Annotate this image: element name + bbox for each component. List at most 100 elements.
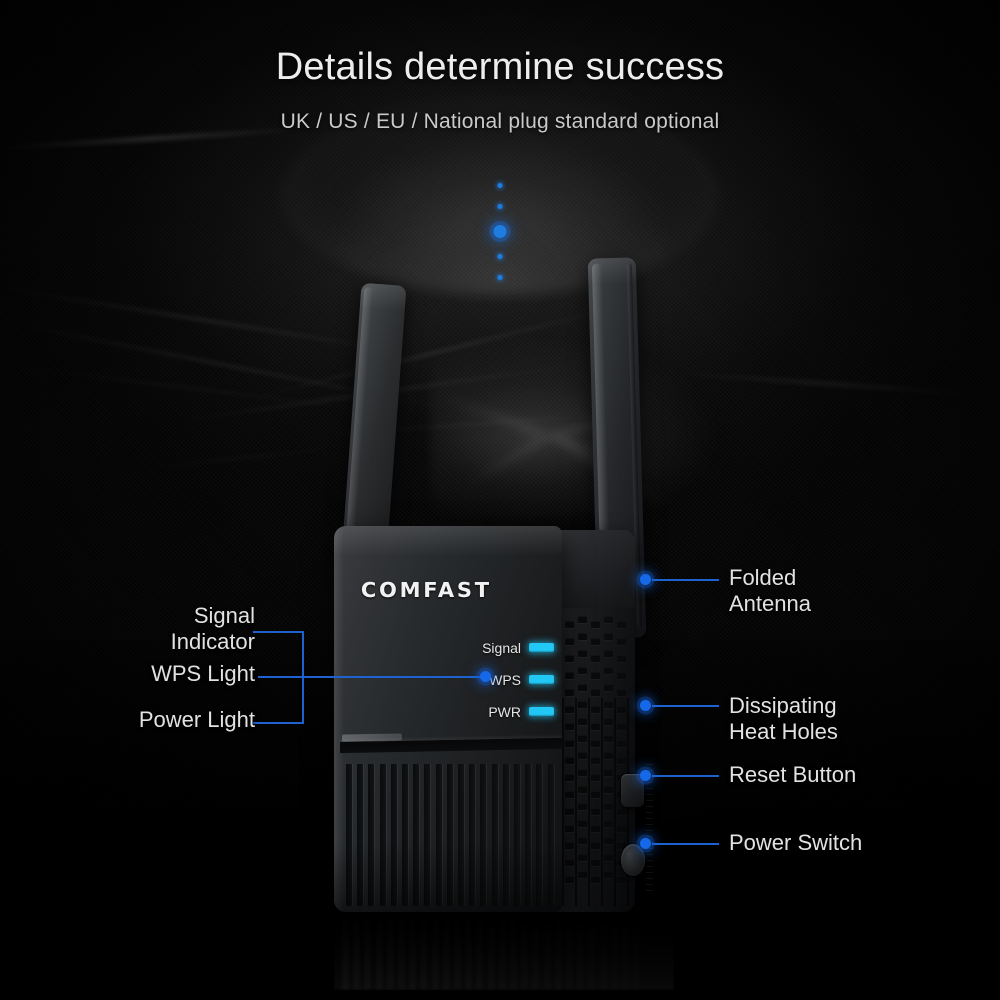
heat-hole (578, 803, 587, 810)
heat-hole-column (577, 616, 588, 906)
vent-fin (413, 764, 420, 906)
heat-hole (565, 672, 574, 679)
vent-fin (390, 764, 397, 906)
heat-hole (604, 667, 613, 674)
reflection-bar (398, 912, 405, 990)
reflection-bar (543, 912, 551, 990)
vent-fin (480, 764, 487, 906)
heat-hole (578, 650, 587, 657)
dot-icon (497, 275, 503, 280)
decorative-dot-column (493, 175, 507, 288)
power-switch[interactable] (621, 844, 645, 876)
left-callout-leader-wps (258, 676, 484, 678)
callout-dot-wps-light[interactable] (480, 671, 491, 682)
heat-hole (617, 808, 626, 815)
callout-leader-heat-holes (652, 705, 719, 707)
led-row-signal: Signal (442, 638, 554, 657)
heat-hole (591, 825, 600, 832)
heat-hole (565, 689, 574, 696)
reflection-bar (532, 912, 540, 990)
callout-label-signal-indicator: Signal Indicator (170, 603, 255, 654)
heat-hole (591, 774, 600, 781)
reflection-bar (420, 912, 428, 990)
side-rib (588, 698, 590, 906)
left-callout-bracket-spine (302, 632, 304, 724)
page-title: Details determine success (275, 46, 725, 88)
vent-fin (502, 764, 509, 906)
vent-fin (536, 764, 543, 906)
heat-hole (565, 791, 574, 798)
heat-hole (578, 769, 587, 776)
heat-hole (565, 740, 574, 747)
reflection-bar (633, 912, 640, 990)
callout-dot-power-switch[interactable] (640, 838, 651, 849)
led-label: Signal (482, 639, 521, 656)
heat-hole (604, 616, 613, 623)
device-reflection (334, 912, 674, 990)
vent-fin (379, 764, 386, 906)
heat-hole (591, 723, 600, 730)
heat-hole (617, 825, 626, 832)
heat-hole-column (590, 616, 601, 906)
heat-hole (604, 820, 613, 827)
heat-hole (565, 774, 574, 781)
vent-fin (357, 764, 364, 906)
heat-hole (591, 757, 600, 764)
reflection-bar (353, 912, 361, 990)
page-subtitle: UK / US / EU / National plug standard op… (280, 110, 720, 133)
heat-hole (565, 859, 574, 866)
heat-hole (604, 871, 613, 878)
callout-dot-reset-button[interactable] (640, 770, 651, 781)
vent-fin (435, 764, 442, 906)
side-rib (562, 698, 564, 906)
heat-hole (591, 638, 600, 645)
reflection-bar (600, 912, 607, 990)
led-row-pwr: PWR (442, 702, 554, 721)
heat-hole (617, 740, 626, 747)
reflection-bar (510, 912, 517, 990)
heat-hole (604, 650, 613, 657)
callout-leader-power-switch (652, 843, 719, 845)
heat-hole (591, 740, 600, 747)
reflection-bar (555, 912, 562, 990)
vent-fin (514, 764, 520, 906)
callout-dot-folded-antenna[interactable] (640, 574, 651, 585)
vent-fin (525, 764, 532, 906)
callout-leader-folded-antenna (652, 579, 719, 581)
callout-label-power-switch: Power Switch (729, 830, 863, 855)
reflection-bar (577, 912, 584, 990)
heat-hole-column (603, 616, 614, 906)
vent-fin (402, 764, 408, 906)
heat-hole (591, 842, 600, 849)
dot-icon (497, 183, 503, 188)
reflection-bar (588, 912, 595, 990)
vent-fin (458, 764, 464, 906)
heat-hole (578, 633, 587, 640)
device-front-face: COMFAST Signal WPS PWR (334, 526, 562, 912)
reflection-bar (386, 912, 394, 990)
heat-hole (578, 752, 587, 759)
heat-hole (617, 876, 626, 883)
heat-hole (604, 633, 613, 640)
heat-hole (578, 871, 587, 878)
heat-hole (578, 701, 587, 708)
callout-label-power-light: Power Light (138, 707, 255, 732)
heat-hole (604, 701, 613, 708)
reset-button[interactable] (621, 774, 644, 807)
callout-dot-heat-holes[interactable] (640, 700, 651, 711)
vent-fin (424, 764, 431, 906)
heat-hole (604, 684, 613, 691)
heat-hole (578, 684, 587, 691)
side-rib (575, 698, 577, 906)
device-body: COMFAST Signal WPS PWR (334, 526, 654, 918)
reflection-bar (342, 912, 349, 990)
reflection-bar (364, 912, 372, 990)
reflection-bar (431, 912, 439, 990)
led-label: WPS (489, 671, 521, 688)
side-texture (646, 764, 653, 894)
pwr-led-icon (529, 707, 554, 716)
heat-hole (565, 825, 574, 832)
heat-hole (617, 655, 626, 662)
heat-hole (591, 655, 600, 662)
